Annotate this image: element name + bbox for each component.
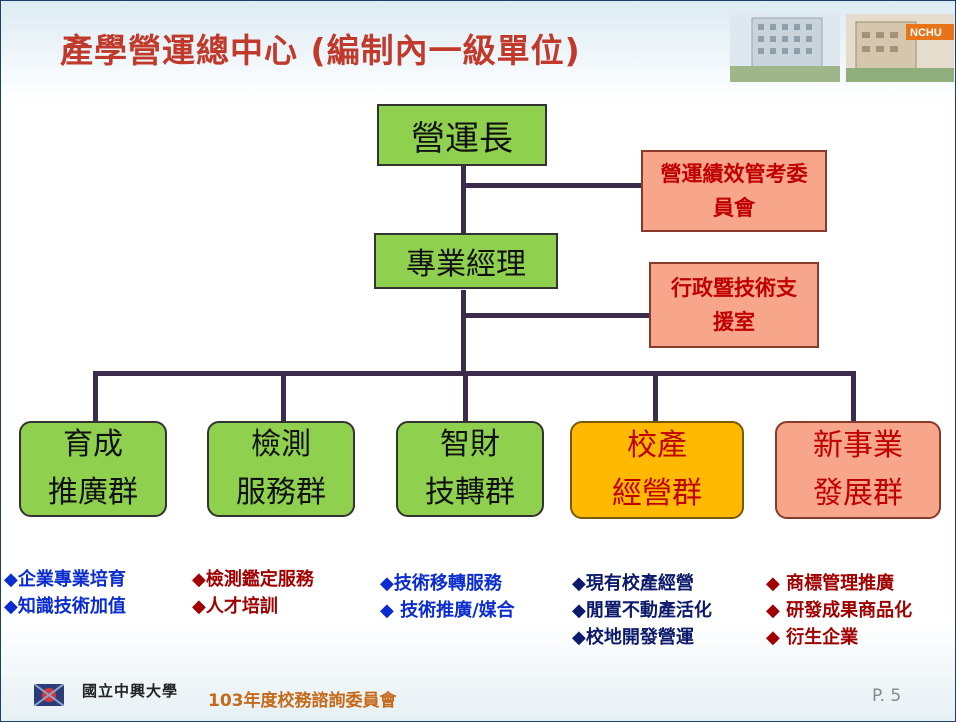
bullet-item: ◆知識技術加值: [4, 596, 126, 617]
bullets-testing: ◆檢測鑑定服務 ◆人才培訓: [192, 566, 314, 620]
connector-g5: [851, 371, 856, 421]
group-testing: 檢測 服務群: [207, 421, 355, 517]
bullets-property: ◆現有校產經營 ◆閒置不動產活化 ◆校地開發營運: [572, 570, 712, 651]
group-incubation-line1: 育成: [63, 427, 123, 462]
bullets-newbiz: ◆ 商標管理推廣 ◆ 研發成果商品化 ◆ 衍生企業: [766, 570, 912, 651]
group-ip-line1: 智財: [440, 427, 500, 462]
bullet-item: ◆技術移轉服務: [380, 573, 502, 594]
university-logo-icon: [34, 684, 64, 706]
page-title: 產學營運總中心 (編制內一級單位): [60, 31, 581, 70]
group-property: 校產 經營群: [570, 421, 744, 519]
page-number: P. 5: [872, 686, 902, 706]
group-testing-line2: 服務群: [236, 475, 326, 510]
group-ip: 智財 技轉群: [396, 421, 544, 517]
university-name-text: 國立中興大學: [82, 682, 179, 700]
bullet-item: ◆檢測鑑定服務: [192, 569, 314, 590]
group-newbiz-line2: 發展群: [813, 476, 903, 511]
bullet-item: ◆ 研發成果商品化: [766, 600, 913, 621]
connector-g3: [463, 371, 468, 421]
university-name: 國立中興大學: [82, 680, 192, 710]
node-ceo: 營運長: [377, 104, 547, 166]
node-committee: 營運績效管考委員會: [641, 150, 827, 232]
building-photo-right: NCHU: [846, 14, 954, 82]
connector-committee: [461, 183, 641, 188]
bullet-item: ◆ 技術推廣/媒合: [380, 600, 515, 621]
bullet-item: ◆校地開發營運: [572, 627, 694, 648]
footer-meeting-title: 103年度校務諮詢委員會: [208, 691, 397, 711]
connector-g1: [93, 371, 98, 421]
group-testing-line1: 檢測: [251, 427, 311, 462]
bullet-item: ◆ 商標管理推廣: [766, 573, 895, 594]
group-property-line1: 校產: [627, 428, 687, 463]
connector-main-vertical: [461, 160, 466, 235]
connector-g4: [653, 371, 658, 421]
bullet-item: ◆人才培訓: [192, 596, 278, 617]
nchu-sign: NCHU: [910, 27, 942, 39]
bullet-item: ◆企業專業培育: [4, 569, 126, 590]
group-newbiz: 新事業 發展群: [775, 421, 941, 519]
connector-horizontal-bar: [93, 371, 856, 376]
group-newbiz-line1: 新事業: [813, 428, 903, 463]
group-incubation-line2: 推廣群: [48, 475, 138, 510]
connector-g2: [281, 371, 286, 421]
group-ip-line2: 技轉群: [425, 475, 515, 510]
building-photo-left: [730, 14, 840, 82]
bullet-item: ◆ 衍生企業: [766, 627, 859, 648]
node-support: 行政暨技術支援室: [649, 262, 819, 348]
node-ceo-label: 營運長: [411, 118, 513, 159]
node-manager-label: 專業經理: [406, 247, 526, 282]
connector-manager-vertical: [461, 290, 466, 374]
node-support-label: 行政暨技術支援室: [671, 275, 797, 334]
group-incubation: 育成 推廣群: [19, 421, 167, 517]
bullet-item: ◆閒置不動產活化: [572, 600, 712, 621]
group-property-line2: 經營群: [612, 476, 702, 511]
node-committee-label: 營運績效管考委員會: [660, 161, 808, 220]
connector-support: [461, 313, 649, 318]
node-manager: 專業經理: [374, 233, 558, 289]
bullet-item: ◆現有校產經營: [572, 573, 694, 594]
bullets-incubation: ◆企業專業培育 ◆知識技術加值: [4, 566, 126, 620]
bullets-ip: ◆技術移轉服務 ◆ 技術推廣/媒合: [380, 570, 515, 624]
